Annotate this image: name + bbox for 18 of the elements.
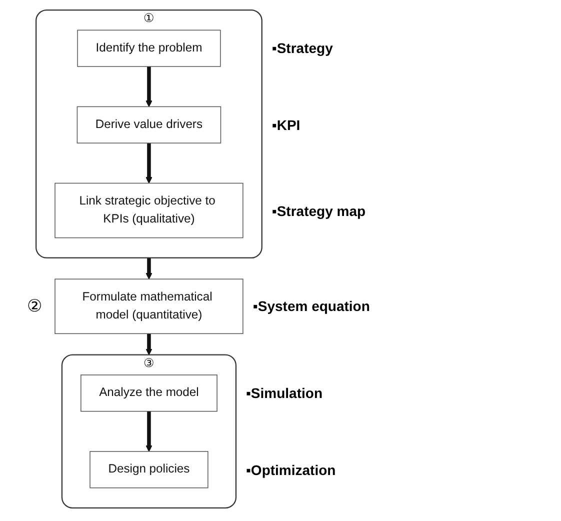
- side-label: ▪Strategy: [272, 40, 333, 56]
- side-label: ▪Optimization: [246, 462, 336, 478]
- arrow: [146, 334, 152, 356]
- node-box: Derive value drivers: [76, 106, 222, 144]
- side-label: ▪Strategy map: [272, 202, 366, 218]
- arrow: [146, 143, 152, 184]
- node-box: Analyze the model: [80, 374, 218, 412]
- node-box: Formulate mathematical model (quantitative): [54, 278, 244, 334]
- node-box: Link strategic objective to KPIs (qualitative): [54, 182, 244, 238]
- side-label: ▪System equation: [252, 298, 370, 314]
- node-box: Identify the problem: [77, 30, 221, 67]
- side-label: ▪KPI: [272, 116, 300, 133]
- arrow: [146, 258, 152, 280]
- side-label: ▪Simulation: [246, 385, 322, 402]
- node-box: Design policies: [90, 451, 208, 488]
- arrow: [146, 66, 152, 107]
- arrow: [146, 411, 152, 452]
- side-label: ②: [27, 296, 42, 317]
